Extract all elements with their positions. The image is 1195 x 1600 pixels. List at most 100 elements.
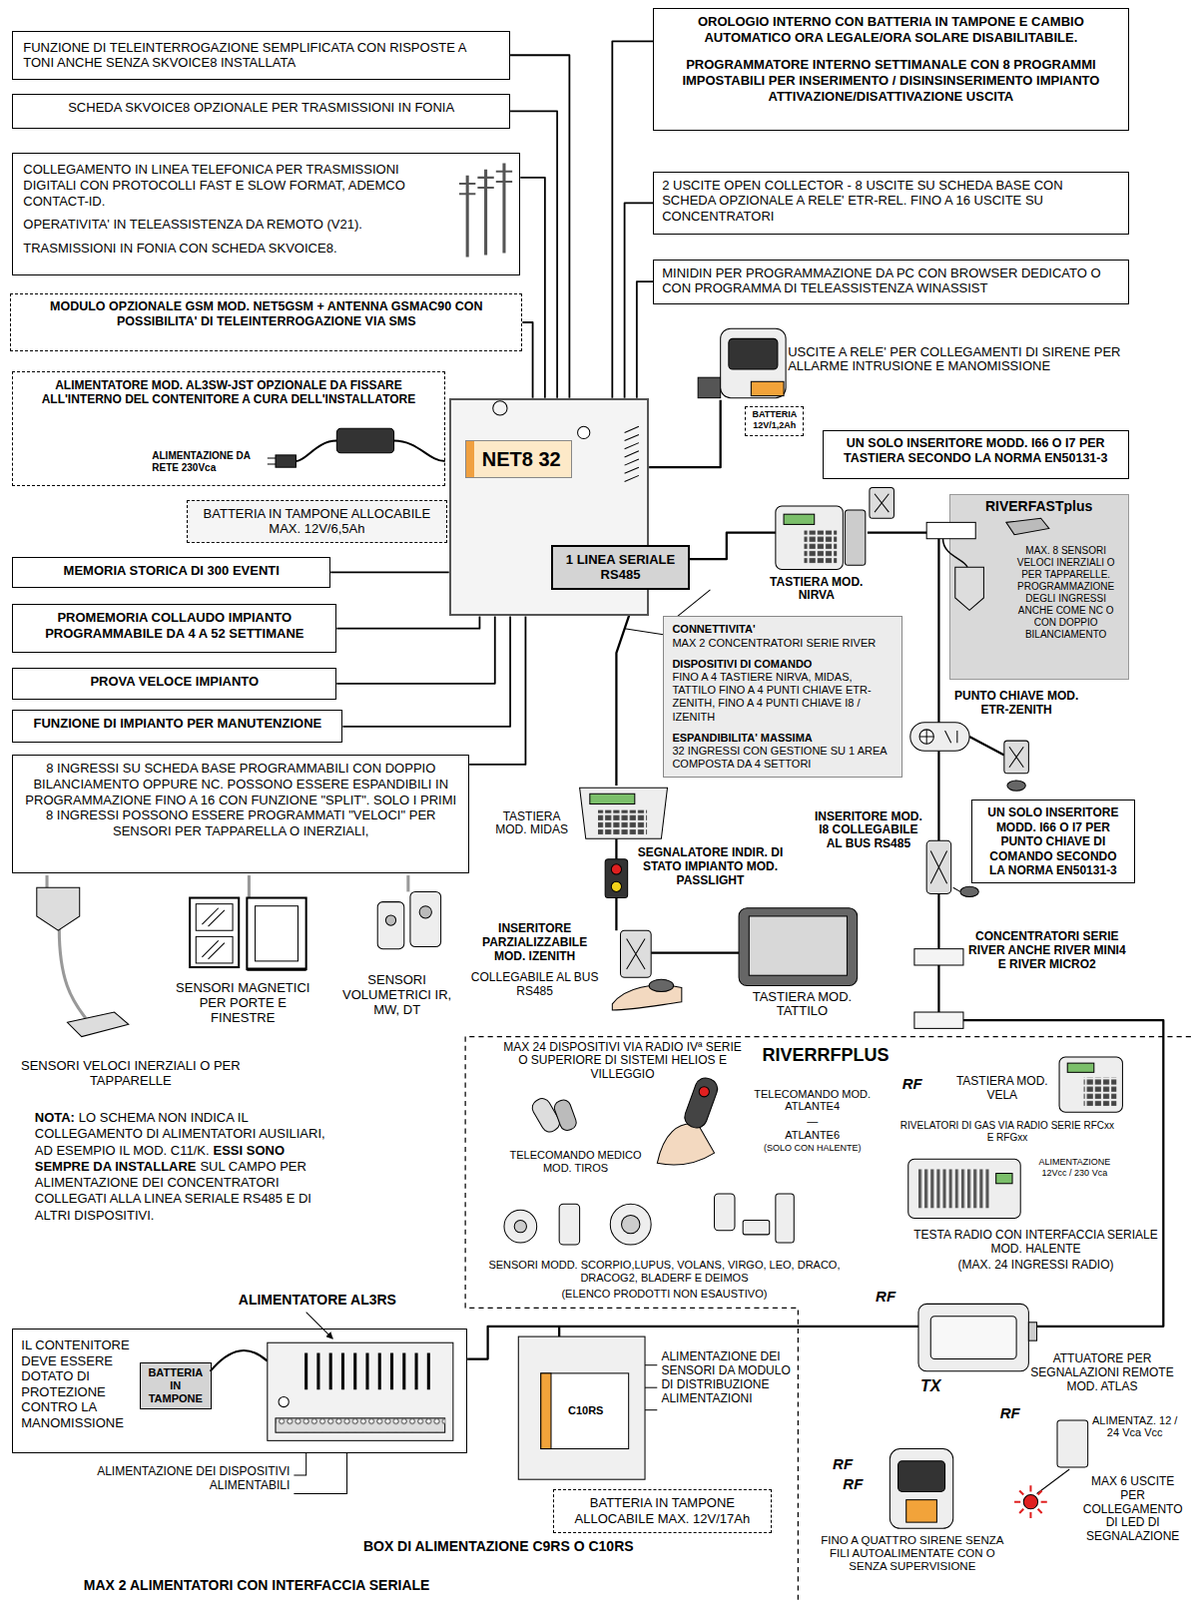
device-label: FINO A QUATTRO SIRENE SENZA FILI AUTOALI… [810, 1534, 1015, 1573]
device-label: SEGNALATORE INDIR. DI STATO IMPIANTO MOD… [630, 846, 790, 888]
bus-wiring [467, 1020, 1164, 1359]
bus-wiring [937, 539, 940, 725]
touch-keypad-icon [738, 908, 858, 987]
device-label: ALIMENTAZIONE DEI DISPOSITIVI ALIMENTABI… [30, 1465, 291, 1494]
keypad-icon [580, 787, 668, 839]
box-text: FUNZIONE DI IMPIANTO PER MANUTENZIONE [18, 715, 336, 732]
key-reader-icon [626, 938, 645, 970]
device-label: TASTIERA MOD. TATTILO [742, 990, 862, 1021]
power-supply-icon [210, 1312, 454, 1442]
keypad-icon [803, 531, 837, 565]
actuator-icon [1014, 1485, 1048, 1519]
power-adapter-icon [275, 455, 296, 468]
box-text: RIVERFASTplus [954, 498, 1125, 516]
key-reader-icon [648, 979, 674, 992]
key-reader-icon [619, 930, 651, 978]
box-text: ALIMENTATORE MOD. AL3SW-JST OPZIONALE DA… [20, 378, 436, 408]
radio-head-icon [918, 1303, 1038, 1371]
connector-line [624, 202, 654, 398]
box-text: UN SOLO INSERITORE MODD. I66 O I7 PER TA… [831, 436, 1121, 467]
box-text: IL CONTENITORE DEVE ESSERE DOTATO DI PRO… [20, 1337, 133, 1432]
power-adapter-icon [267, 458, 276, 465]
box-subtext: TRASMISSIONI IN FONIA CON SCHEDA SKVOICE… [22, 240, 440, 257]
panel-detail [624, 426, 639, 482]
key-reader-icon [1004, 740, 1030, 791]
serial-line-box: 1 LINEA SERIALE RS485 [551, 545, 690, 591]
device-label: TELECOMANDO MOD. ATLANTE4 [750, 1088, 874, 1114]
leader-line [677, 590, 711, 617]
siren-icon [889, 1449, 953, 1530]
box-text: MODULO OPZIONALE GSM MOD. NET5GSM + ANTE… [18, 299, 514, 330]
sensor-icon [36, 887, 129, 1037]
keypad-icon [775, 506, 843, 570]
siren-icon [889, 1449, 953, 1530]
door-window-icon [246, 968, 306, 972]
note-block: NOTA:LO SCHEMA NON INDICA IL COLLEGAMENT… [34, 1110, 342, 1224]
sensor-icon [66, 1012, 128, 1038]
connector-line [522, 322, 533, 399]
device-label: MAX 2 ALIMENTATORI CON INTERFACCIA SERIA… [83, 1577, 513, 1594]
panel-detail [578, 426, 591, 439]
key-reader-icon [953, 887, 961, 892]
feature-box: COLLEGAMENTO IN LINEA TELEFONICA PER TRA… [11, 152, 521, 276]
connector-line [336, 615, 495, 683]
radio-sensor-icon [504, 1194, 794, 1245]
box-text: BATTERIA IN TAMPONE [143, 1366, 208, 1407]
touch-keypad-icon [748, 916, 847, 976]
power-supply-icon [267, 1342, 454, 1441]
bus-wiring [615, 590, 637, 786]
status-light-icon [610, 864, 621, 875]
power-box-icon [518, 1336, 645, 1480]
device-label: INSERITORE PARZIALIZZABILE MOD. IZENITH [469, 922, 600, 964]
leader-line [624, 628, 664, 635]
device-label: — [750, 1115, 874, 1129]
device-label: ATTUATORE PER SEGNALAZIONI REMOTE MOD. A… [1020, 1352, 1185, 1394]
power-supply-icon [275, 1418, 446, 1433]
key-reader-icon [960, 886, 979, 897]
battery-box: BATTERIA IN TAMPONE ALLOCABILE MAX. 12V/… [186, 500, 448, 544]
feature-box: PROVA VELOCE IMPIANTO [11, 667, 337, 701]
device-label: ALIMENTAZIONE DEI SENSORI DA MODULO DI D… [660, 1350, 792, 1406]
radio-zone-outline [465, 1037, 1195, 1600]
siren-icon [697, 377, 720, 398]
junction-icon [926, 522, 976, 539]
radio-sensor-icon [504, 1209, 538, 1243]
box-text: BATTERIA 12V/1,2Ah [747, 409, 801, 432]
device-label: TELECOMANDO MEDICO MOD. TIROS [506, 1149, 645, 1175]
bus-wiring [969, 736, 1005, 755]
device-label: (SOLO CON HALENTE) [750, 1143, 874, 1154]
power-supply-icon [210, 1350, 268, 1372]
box-text: 8 INGRESSI SU SCHEDA BASE PROGRAMMABILI … [20, 760, 461, 839]
feature-box: MINIDIN PER PROGRAMMAZIONE DA PC CON BRO… [652, 259, 1129, 305]
power-supply-icon [306, 1312, 334, 1340]
bus-wiring [937, 965, 940, 1013]
box-text: NET8 32 [465, 440, 573, 479]
door-window-icon [189, 898, 307, 971]
box-subtext: DISPOSITIVI DI COMANDO [671, 657, 893, 671]
radio-sensor-icon [609, 1203, 651, 1245]
device-label: USCITE A RELE' PER COLLEGAMENTI DI SIREN… [787, 345, 1141, 376]
radio-head-icon [918, 1303, 1029, 1371]
radio-mark: TX [920, 1377, 941, 1396]
keypad-icon [1059, 1057, 1123, 1113]
box-text: 2 USCITE OPEN COLLECTOR - 8 USCITE SU SC… [661, 177, 1120, 225]
junction-icon [1006, 518, 1050, 535]
connector-line [330, 572, 450, 575]
connector-line [342, 615, 511, 726]
connector-line [469, 615, 526, 765]
device-label: ALIMENTATORE AL3RS [210, 1291, 426, 1308]
key-reader-icon [1004, 740, 1030, 774]
radio-mark: RF [875, 1287, 896, 1305]
gas-detector-icon [996, 1174, 1013, 1185]
box-text: SCHEDA SKVOICE8 OPZIONALE PER TRASMISSIO… [20, 99, 502, 116]
note-text: NOTA: [34, 1110, 75, 1126]
leader-line [1037, 1469, 1071, 1495]
key-reader-icon [930, 851, 947, 885]
device-label: (MAX. 24 INGRESSI RADIO) [908, 1258, 1165, 1273]
box-subtext: ESPANDIBILITA' MASSIMA [671, 731, 893, 745]
bus-wiring [648, 400, 721, 468]
remote-icon [656, 1124, 714, 1166]
key-reader-icon [1009, 746, 1024, 767]
battery-box: BATTERIA 12V/1,2Ah [744, 406, 804, 438]
power-supply-icon [306, 1352, 430, 1390]
